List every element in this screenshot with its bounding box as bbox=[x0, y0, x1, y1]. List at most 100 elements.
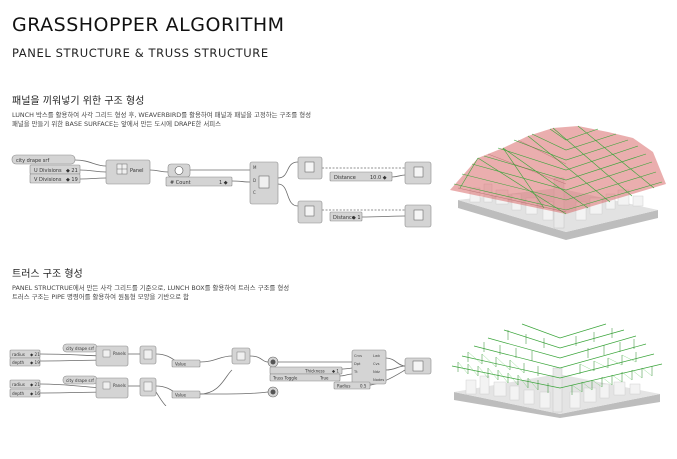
slider-b3: Value bbox=[171, 390, 201, 399]
svg-text:Lwk: Lwk bbox=[373, 354, 381, 358]
svg-text:◆ 21: ◆ 21 bbox=[30, 352, 40, 357]
section1-definition-graph: city drape srf U Divisions ◆ 21 V Divisi… bbox=[11, 154, 432, 228]
component-lower-b bbox=[404, 204, 432, 228]
svg-text:Value: Value bbox=[175, 362, 187, 367]
component-b-2 bbox=[139, 377, 157, 397]
slider-a1: radius ◆ 21 bbox=[9, 349, 41, 359]
wire bbox=[149, 169, 169, 173]
wire bbox=[277, 161, 299, 179]
svg-text:Value: Value bbox=[175, 393, 187, 398]
component-pipe bbox=[404, 357, 432, 375]
component-a-3 bbox=[231, 347, 251, 365]
slider-distance-1: Distance 10.0 ◆ bbox=[329, 171, 393, 182]
wire bbox=[385, 365, 406, 371]
section2-desc-1: PANEL STRUCTRUE에서 만든 사각 그리드를 기준으로, LUNCH… bbox=[12, 284, 290, 292]
slider-v-divisions: V Divisions ◆ 19 bbox=[29, 173, 81, 184]
svg-text:◆ 19: ◆ 19 bbox=[66, 177, 78, 183]
component-panels-a: Panels bbox=[95, 345, 129, 367]
svg-text:depth: depth bbox=[12, 391, 25, 396]
svg-text:Truss Toggle: Truss Toggle bbox=[272, 376, 298, 381]
wire bbox=[199, 355, 233, 363]
svg-text:city drape srf: city drape srf bbox=[16, 158, 49, 164]
wire bbox=[231, 180, 251, 183]
svg-text:D: D bbox=[253, 178, 256, 183]
wire bbox=[361, 215, 406, 218]
svg-text:◆ 1: ◆ 1 bbox=[332, 369, 339, 374]
svg-text:city drape srf: city drape srf bbox=[66, 378, 94, 383]
component-weaverbird bbox=[167, 163, 191, 178]
wire bbox=[74, 159, 107, 167]
svg-text:Panel: Panel bbox=[130, 168, 144, 174]
param-city-drape-srf-b: city drape srf bbox=[62, 375, 98, 385]
slider-a2: depth ◆ 19 bbox=[9, 357, 41, 367]
param-city-drape-srf: city drape srf bbox=[11, 154, 76, 165]
component-lower-a bbox=[297, 200, 323, 224]
svg-text:Distance: Distance bbox=[334, 175, 356, 181]
svg-text:# Count: # Count bbox=[170, 180, 191, 186]
slider-thickness: Thickness ◆ 1 bbox=[269, 366, 343, 375]
wire bbox=[277, 183, 299, 207]
component-panel: Panel bbox=[105, 159, 151, 185]
svg-text:city drape srf: city drape srf bbox=[66, 346, 94, 351]
component-a-2 bbox=[139, 345, 157, 365]
wire bbox=[385, 357, 406, 367]
slider-a3: Value bbox=[171, 359, 201, 368]
svg-text:radius: radius bbox=[12, 352, 25, 357]
slider-radius: Radius 0.5 bbox=[333, 381, 371, 390]
svg-text:radius: radius bbox=[12, 382, 25, 387]
component-weaverbird-b bbox=[267, 386, 279, 398]
svg-text:Radius: Radius bbox=[337, 384, 350, 389]
svg-text:1 ◆: 1 ◆ bbox=[219, 180, 228, 186]
svg-text:M: M bbox=[253, 165, 257, 170]
wire bbox=[391, 174, 406, 178]
wire bbox=[79, 169, 107, 173]
svg-text:◆ 1: ◆ 1 bbox=[352, 215, 361, 221]
svg-text:Distance: Distance bbox=[333, 215, 355, 221]
svg-text:10.0 ◆: 10.0 ◆ bbox=[370, 175, 387, 181]
slider-count: # Count 1 ◆ bbox=[165, 176, 233, 187]
svg-text:Tt: Tt bbox=[353, 370, 358, 374]
component-upper-b bbox=[404, 161, 432, 185]
param-city-drape-srf-a: city drape srf bbox=[62, 343, 98, 353]
wire bbox=[339, 373, 353, 377]
svg-text:◆ 21: ◆ 21 bbox=[30, 382, 40, 387]
svg-text:True: True bbox=[319, 376, 329, 381]
section1-title: 패널을 끼워넣기 위한 구조 형성 bbox=[12, 96, 145, 107]
svg-text:0.5: 0.5 bbox=[360, 384, 367, 389]
panel-structure-render bbox=[450, 125, 666, 240]
component-panels-b: Panels bbox=[95, 377, 129, 399]
svg-text:◆ 21: ◆ 21 bbox=[66, 168, 78, 174]
page-subtitle: PANEL STRUCTURE & TRUSS STRUCTURE bbox=[12, 46, 269, 60]
svg-text:depth: depth bbox=[12, 360, 25, 365]
wire bbox=[199, 391, 269, 395]
toggle-truss: Truss Toggle True bbox=[269, 373, 341, 382]
wire bbox=[199, 369, 233, 395]
component-offset: M D C bbox=[249, 161, 279, 205]
svg-text:Crvs: Crvs bbox=[354, 354, 362, 358]
section2-title: 트러스 구조 형성 bbox=[12, 269, 83, 280]
svg-text:Ndz: Ndz bbox=[373, 370, 380, 374]
page-title: GRASSHOPPER ALGORITHM bbox=[12, 14, 285, 36]
component-weaverbird-a bbox=[267, 356, 279, 368]
slider-b1: radius ◆ 21 bbox=[9, 379, 41, 389]
wire bbox=[249, 355, 269, 363]
svg-text:◆ 19: ◆ 19 bbox=[30, 360, 40, 365]
section1-desc-1: LUNCH 박스를 활용하여 사각 그리드 형성 후, WEAVERBIRD를 … bbox=[12, 111, 311, 119]
svg-text:U Divisions: U Divisions bbox=[34, 168, 62, 174]
truss-structure-render bbox=[451, 323, 663, 418]
section1-desc-2: 패널을 만들기 위한 BASE SURFACE는 앞에서 만든 도시에 DRAP… bbox=[12, 120, 221, 128]
svg-text:Panels: Panels bbox=[113, 351, 126, 356]
slider-b2: depth ◆ 16 bbox=[9, 388, 41, 398]
slider-u-divisions: U Divisions ◆ 21 bbox=[29, 164, 81, 175]
section2-desc-2: 트러스 구조는 PIPE 명령어를 활용하여 원통형 모양을 기반으로 함 bbox=[12, 293, 189, 301]
slider-distance-2: Distance ◆ 1 bbox=[329, 211, 363, 222]
svg-text:Thickness: Thickness bbox=[304, 369, 325, 374]
svg-text:Cvs: Cvs bbox=[373, 362, 380, 366]
svg-text:C: C bbox=[253, 190, 256, 195]
wire bbox=[79, 177, 107, 180]
svg-text:V Divisions: V Divisions bbox=[34, 177, 62, 183]
svg-text:Nodes: Nodes bbox=[373, 378, 384, 382]
section2-definition-graph: city drape srf radius ◆ 21 depth ◆ 19 Pa… bbox=[9, 343, 432, 406]
wire bbox=[155, 391, 167, 406]
component-lunchbox-truss: Crvs Dpt Tt Lwk Cvs Ndz Nodes bbox=[351, 349, 387, 385]
